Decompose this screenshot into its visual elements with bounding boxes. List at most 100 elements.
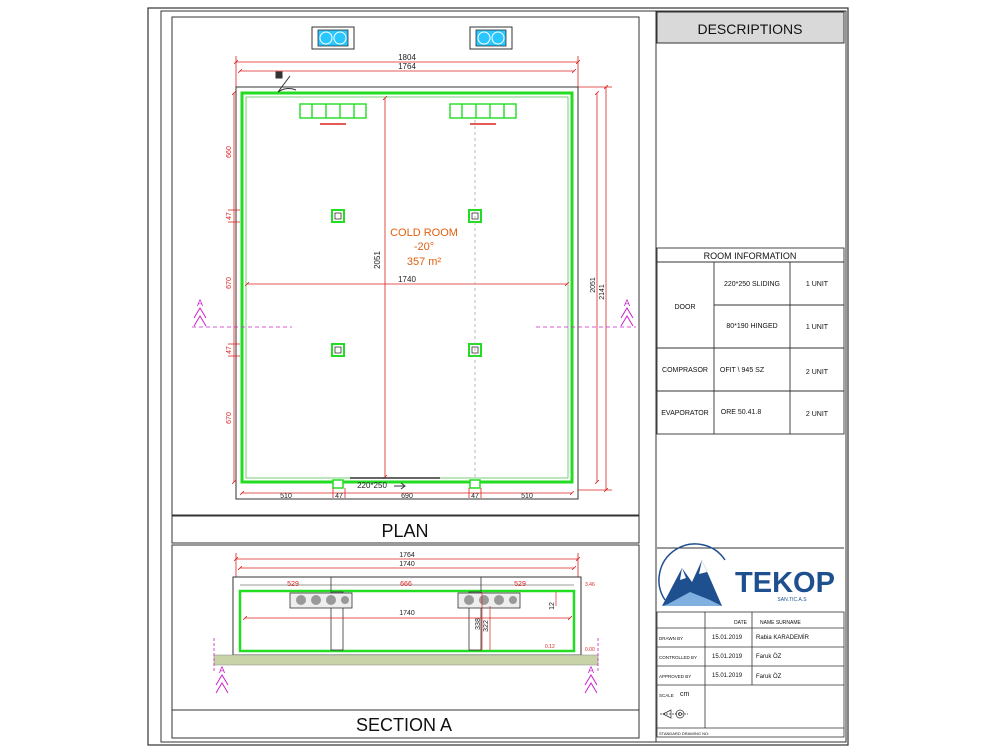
section-a-marker-left: A: [215, 665, 229, 694]
signoff-role-3: APPROVED BY: [659, 674, 691, 679]
dim-left-670a: 670: [226, 277, 233, 289]
signoff-name-1: Rabia KARADEMİR: [756, 634, 810, 641]
section-a-marker-right: A: [584, 665, 598, 694]
dim-left-670b: 670: [226, 412, 233, 424]
signoff-name-header: NAME SURNAME: [760, 620, 802, 626]
room-info-door: DOOR: [675, 304, 696, 311]
descriptions-title: DESCRIPTIONS: [697, 21, 802, 37]
sheet-border: [147, 7, 849, 746]
signoff-role-1: DRAWN BY: [659, 636, 683, 641]
section-marker-right: A: [536, 298, 636, 328]
column-1: [331, 209, 345, 223]
signoff-scale-label: SCALE: [659, 693, 674, 698]
plan-right-dimensions: [578, 87, 612, 490]
room-info-door-qty-1: 1 UNIT: [806, 281, 829, 288]
section-dim-1740: 1740: [399, 561, 415, 568]
plan-top-dimensions: [236, 56, 578, 90]
room-name: COLD ROOM: [390, 227, 458, 239]
condenser-unit-left: [311, 26, 355, 50]
room-info-door-spec-2: 80*190 HINGED: [726, 323, 777, 330]
signoff-role-2: CONTROLLED BY: [659, 655, 697, 660]
room-walls: [235, 86, 579, 500]
section-dim-322: 322: [483, 620, 490, 632]
signoff-date-1: 15.01.2019: [712, 635, 743, 641]
room-info-evaporator-qty: 2 UNIT: [806, 411, 829, 418]
signoff-date-2: 15.01.2019: [712, 654, 743, 660]
evaporator-right: [449, 103, 517, 119]
section-evaporator-left: [289, 592, 353, 609]
descriptions-header: [656, 11, 845, 44]
logo-sub: SAN.TIC.A.S: [777, 597, 807, 603]
section-dim-inner-1740: 1740: [399, 610, 415, 617]
door-label: 220*250: [357, 481, 387, 490]
room-info-evaporator: EVAPORATOR: [661, 410, 708, 417]
room-info-door-qty-2: 1 UNIT: [806, 324, 829, 331]
room-info-compressor: COMPRASOR: [662, 367, 708, 374]
section-marker-right-label: A: [624, 298, 630, 308]
section-dim-529a: 529: [287, 581, 299, 588]
section-dim-338: 338: [475, 618, 482, 630]
room-info-header: ROOM INFORMATION: [704, 251, 797, 261]
signoff-table: [656, 611, 845, 738]
dim-outer-width: 1804: [398, 53, 416, 62]
signoff-date-header: DATE: [734, 620, 748, 626]
dim-right-height-outer: 2141: [599, 284, 606, 300]
section-evaporator-right: [457, 592, 521, 609]
condenser-unit-right: [469, 26, 513, 50]
section-dim-666: 666: [400, 581, 412, 588]
sliding-door: [350, 477, 440, 490]
dim-left-47b: 47: [226, 346, 233, 354]
room-area: 357 m²: [407, 256, 442, 268]
company-logo: TEKOP SAN.TIC.A.S: [657, 543, 844, 606]
plan-frame: [171, 16, 640, 516]
room-temperature: -20°: [414, 241, 434, 253]
section-title-frame: [171, 709, 640, 739]
room-information-table: [656, 247, 845, 435]
dim-bottom-47b: 47: [471, 493, 479, 500]
hinged-door: [275, 71, 297, 93]
section-dim-529b: 529: [514, 581, 526, 588]
dim-bottom-47a: 47: [335, 493, 343, 500]
section-dim-12: 12: [549, 602, 556, 610]
dim-mid-width: 1740: [398, 275, 416, 284]
signoff-name-3: Faruk ÖZ: [756, 673, 782, 680]
dim-bottom-510a: 510: [280, 493, 292, 500]
room-info-compressor-spec: OFIT \ 945 SZ: [720, 367, 765, 374]
signoff-standard-label: STANDARD DRAWING NO:: [659, 731, 709, 736]
section-level-000: 0.00: [585, 647, 595, 653]
section-title: SECTION A: [356, 715, 452, 735]
plan-title-frame: [171, 515, 640, 544]
dim-left-47a: 47: [226, 212, 233, 220]
evaporator-left: [299, 103, 367, 119]
room-info-evaporator-spec: ORE 50.41.8: [721, 409, 762, 416]
logo-name: TEKOP: [735, 567, 835, 599]
section-a-marker-right-label: A: [588, 665, 594, 675]
plan-title: PLAN: [381, 521, 428, 541]
plan-left-dimensions: [228, 93, 240, 482]
section-dim-1764: 1764: [399, 552, 415, 559]
projection-symbol-icon: [660, 709, 688, 719]
dim-right-height-inner: 2051: [590, 277, 597, 293]
dim-bottom-690: 690: [401, 493, 413, 500]
room-info-door-spec-1: 220*250 SLIDING: [724, 281, 780, 288]
section-top-dimensions: [236, 553, 578, 578]
signoff-scale-value: cm: [680, 691, 690, 698]
section-level-346: 3.46: [585, 582, 595, 588]
plan-inner-dimensions: [247, 98, 567, 477]
dim-inner-height: 2051: [373, 251, 382, 269]
section-a-marker-left-label: A: [219, 665, 225, 675]
signoff-date-3: 15.01.2019: [712, 673, 743, 679]
right-panel: [655, 10, 847, 743]
dim-bottom-510b: 510: [521, 493, 533, 500]
dim-inner-width: 1764: [398, 62, 416, 71]
ground-slab: [213, 654, 599, 666]
signoff-name-2: Faruk ÖZ: [756, 653, 782, 660]
column-3: [331, 343, 345, 357]
section-marker-left-label: A: [197, 298, 203, 308]
dim-left-660: 660: [226, 146, 233, 158]
section-marker-left: A: [192, 298, 292, 328]
plan-bottom-dimensions: [242, 488, 572, 498]
section-level-012: 0.12: [545, 644, 555, 650]
room-info-compressor-qty: 2 UNIT: [806, 369, 829, 376]
